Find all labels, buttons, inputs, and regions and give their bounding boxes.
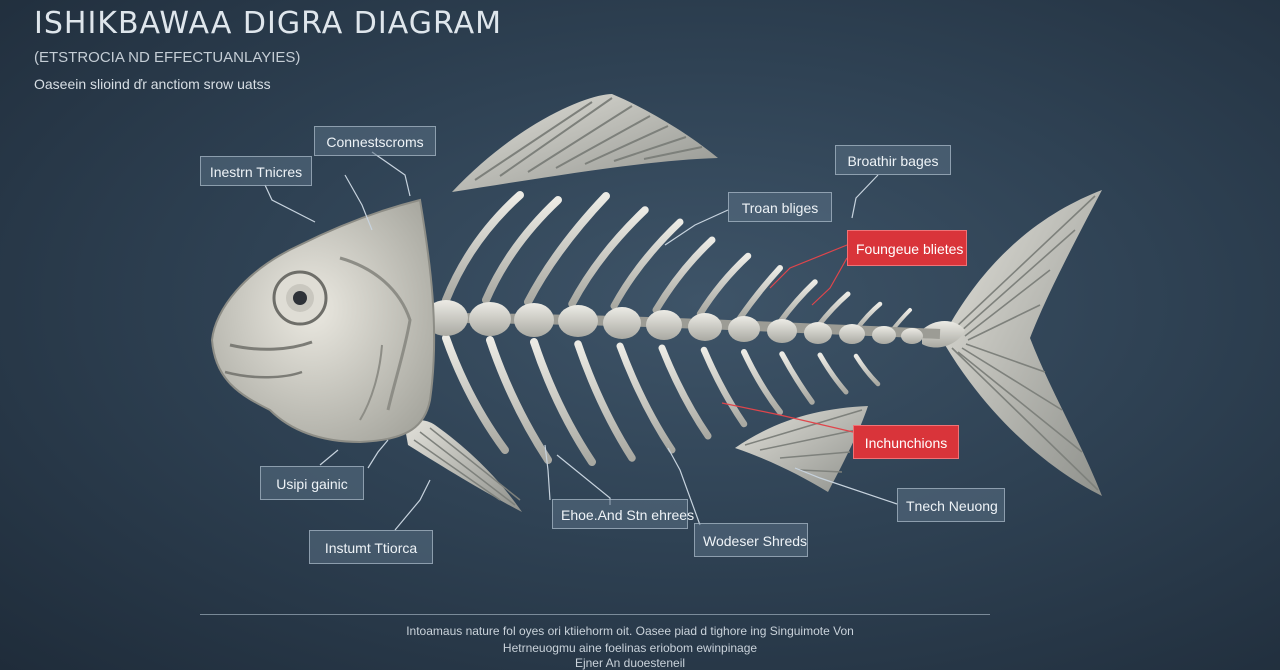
diagram-tagline: Oaseein slioind ďr anctiom srow uatss	[34, 76, 271, 92]
connector-inchunchions	[721, 402, 854, 433]
footer-divider	[200, 614, 990, 615]
connector-connestscroms	[371, 151, 411, 197]
connector-foungeue-blietes	[769, 244, 848, 289]
connector-foungeue-blietes-2	[811, 257, 848, 306]
connector-lines	[264, 151, 898, 531]
label-inchunchions: Inchunchions	[853, 425, 959, 459]
footer-line-1: Intoamaus nature fol oyes ori ktiiehorm …	[406, 624, 854, 638]
label-usipi-gainic: Usipi gainic	[260, 466, 364, 500]
connector-troan-bliges	[664, 209, 729, 246]
connector-instrn-tnicres	[264, 184, 316, 223]
spine	[424, 300, 941, 344]
lower-ribs	[442, 334, 881, 466]
connector-usipi-gainic	[319, 449, 339, 466]
diagram-subtitle: (ETSTROCIA ND EFFECTUANLAYIES)	[34, 49, 301, 66]
anal-fin	[735, 406, 868, 492]
upper-ribs	[442, 191, 912, 335]
footer-line-3: Ejner An duoesteneil	[574, 656, 686, 670]
connector-enoeand-stn	[544, 444, 551, 501]
diagram-title: ISHIKBAWAA DIGRA DIAGRAM	[34, 6, 502, 41]
connector-usipi-gainic-2	[367, 439, 389, 469]
connector-trench-neuong	[794, 467, 898, 505]
connector-instrn-tnicres-2	[344, 174, 373, 231]
fish-head	[210, 198, 436, 444]
label-trench-neuong: Tnech Neuong	[897, 488, 1005, 522]
footer-line-2: Hetrneuogmu aine foelinas eriobom ewinpi…	[502, 641, 758, 655]
tail-fin	[922, 190, 1102, 496]
eye-icon	[272, 270, 328, 326]
connector-wodeser-shreds	[667, 447, 701, 526]
label-instrn-tnicres: Inestrn Tnicres	[200, 156, 312, 186]
label-foungeue-blietes: Foungeue blietes	[847, 230, 967, 266]
label-broathir-bages: Broathir bages	[835, 145, 951, 175]
label-connestscroms: Connestscroms	[314, 126, 436, 156]
dorsal-fin	[452, 94, 718, 192]
label-enoeand-stn: Ehoe.And Stn ehrees	[552, 499, 694, 529]
connector-instumt-tirorca	[394, 479, 431, 531]
connector-enoeand-stn-2	[556, 454, 611, 505]
label-wodeser-shreds: Wodeser Shreds	[694, 523, 808, 557]
pelvic-fin	[405, 420, 522, 512]
label-instumt-tirorca: Instumt Ttiorca	[309, 530, 433, 564]
label-troan-bliges: Troan bliges	[728, 192, 832, 222]
connector-broathir-bages	[851, 174, 879, 219]
